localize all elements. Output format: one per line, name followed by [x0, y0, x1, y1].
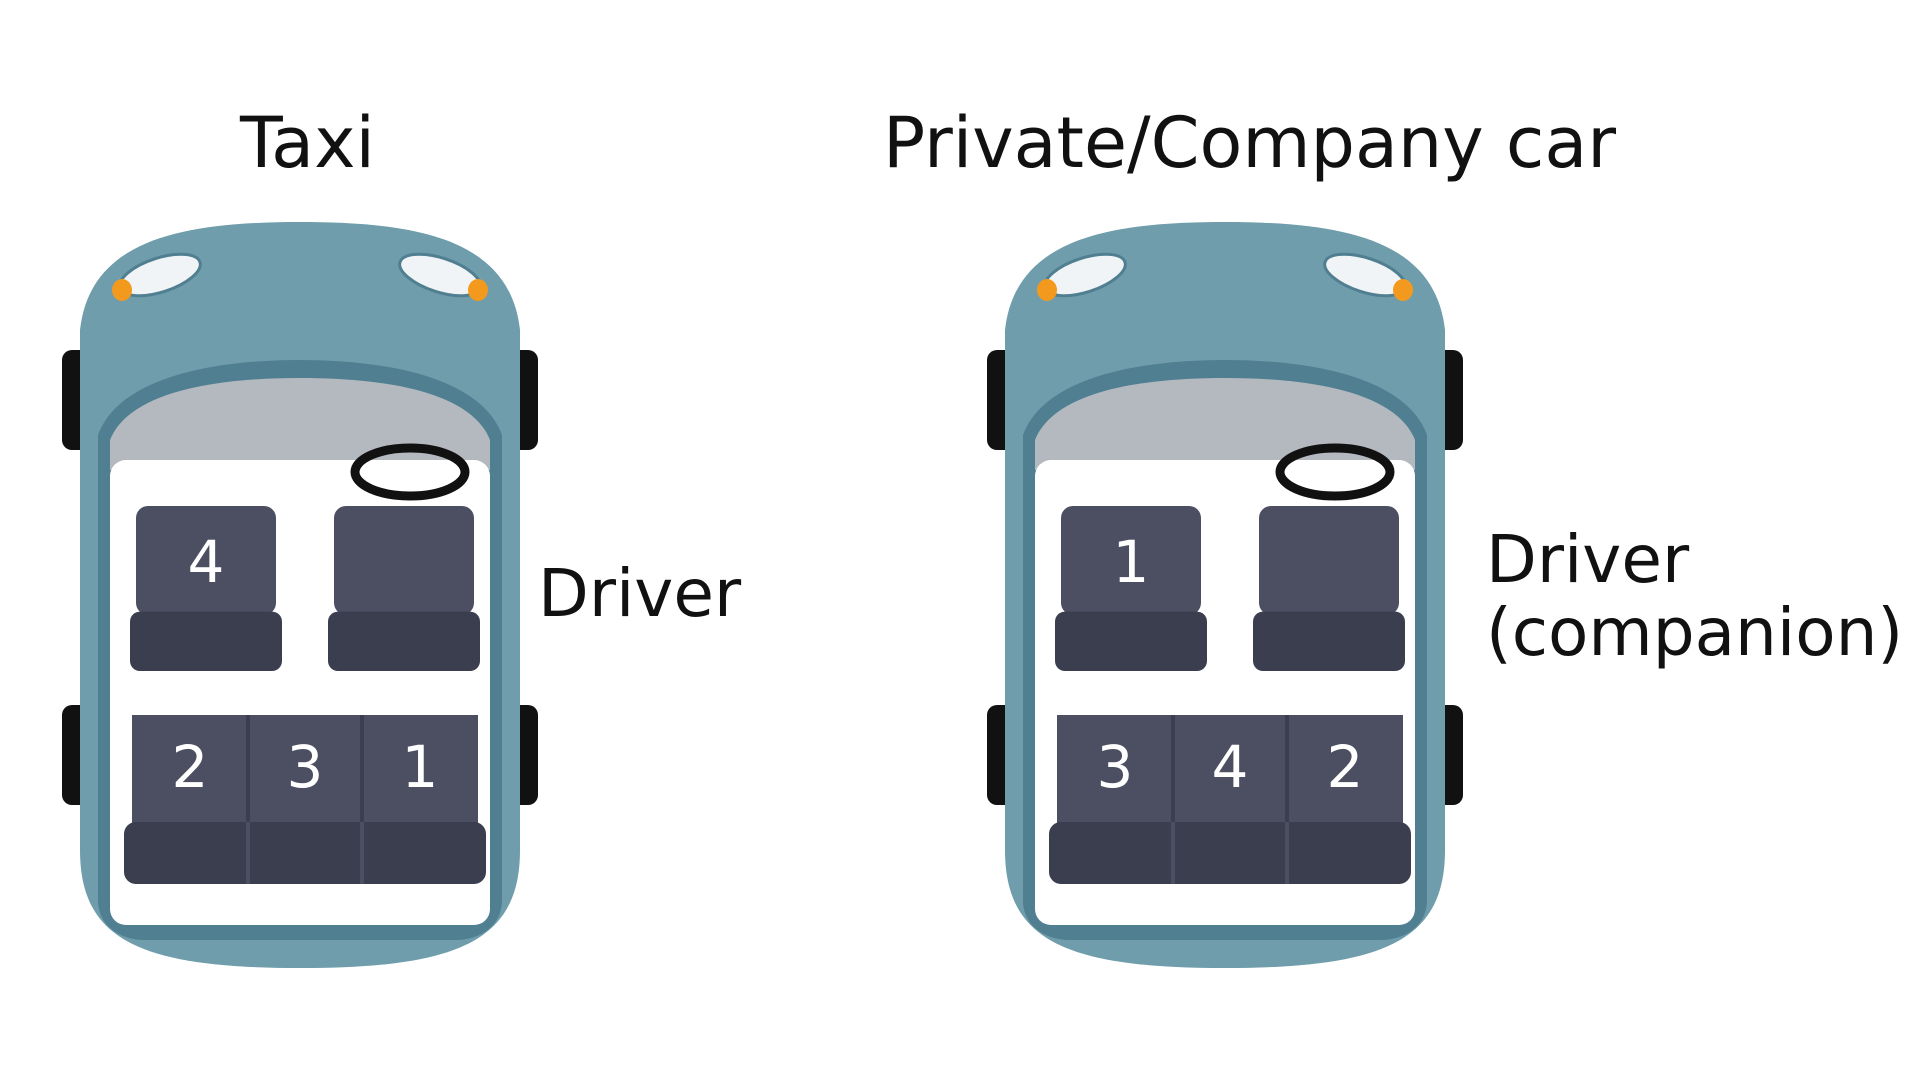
seat-rear-middle-number: 4	[1212, 733, 1249, 801]
seat-rear-middle-number: 3	[287, 733, 324, 801]
private-driver-label-line-1: Driver	[1486, 521, 1690, 598]
left-indicator	[112, 279, 132, 301]
seat-front-left-cushion	[130, 611, 282, 671]
taxi-title: Taxi	[240, 102, 375, 184]
rear-cushion	[124, 822, 486, 884]
seat-rear-left-number: 3	[1097, 733, 1134, 801]
taxi-driver-label: Driver	[538, 555, 742, 632]
seat-front-left-backrest	[136, 506, 276, 615]
seat-front-right-driver-backrest	[1259, 506, 1399, 615]
rear-cushion	[1049, 822, 1411, 884]
seat-front-right-driver	[1253, 506, 1405, 671]
seat-front-left: 1	[1055, 506, 1207, 671]
private-car-title: Private/Company car	[883, 102, 1617, 184]
seat-rear-right-number: 2	[1327, 733, 1364, 801]
seat-front-left-backrest	[1061, 506, 1201, 615]
seat-rear-right-number: 1	[402, 733, 439, 801]
seat-front-right-driver-backrest	[334, 506, 474, 615]
right-indicator	[1393, 279, 1413, 301]
taxi-driver-label-line-1: Driver	[538, 555, 742, 632]
steering-wheel	[350, 443, 470, 501]
taxi-car-illustration: 4 2 3 1	[62, 222, 538, 968]
rear-bench: 3 4 2	[1049, 715, 1411, 884]
steering-wheel	[1275, 443, 1395, 501]
seat-front-left-number: 4	[188, 528, 225, 596]
right-indicator	[468, 279, 488, 301]
seat-front-left-cushion	[1055, 611, 1207, 671]
rear-bench: 2 3 1	[124, 715, 486, 884]
seat-front-left-number: 1	[1113, 528, 1150, 596]
rear-middle-backrest	[1173, 715, 1287, 825]
rear-right-backrest	[1287, 715, 1403, 825]
seat-front-right-driver	[328, 506, 480, 671]
seat-front-right-driver-cushion	[1253, 611, 1405, 671]
seat-rear-left-number: 2	[172, 733, 209, 801]
left-headlight	[1037, 252, 1127, 301]
private-driver-label-line-2: (companion)	[1486, 593, 1904, 671]
right-headlight	[398, 252, 488, 301]
seat-front-right-driver-cushion	[328, 611, 480, 671]
right-headlight	[1323, 252, 1413, 301]
left-indicator	[1037, 279, 1057, 301]
rear-right-backrest	[362, 715, 478, 825]
rear-left-backrest	[1057, 715, 1173, 825]
rear-left-backrest	[132, 715, 248, 825]
private-car-illustration: 1 3 4 2	[987, 222, 1463, 968]
seat-front-left: 4	[130, 506, 282, 671]
rear-middle-backrest	[248, 715, 362, 825]
private-driver-label: Driver (companion)	[1486, 521, 1904, 671]
left-headlight	[112, 252, 202, 301]
